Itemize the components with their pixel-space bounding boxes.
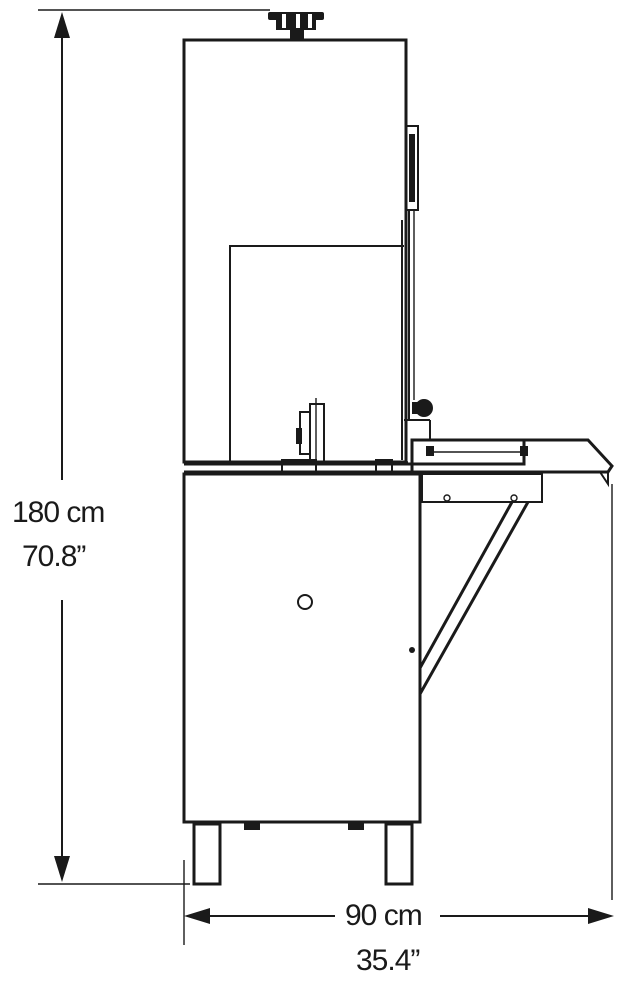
table-support-strut <box>418 501 530 695</box>
tension-knob-icon <box>268 12 324 40</box>
blade-window <box>229 245 404 470</box>
height-dimension: 180 cm 70.8” <box>12 9 270 885</box>
height-arrow-up <box>54 12 70 38</box>
cabinet-legs <box>192 822 414 886</box>
sliding-carriage-table <box>410 438 614 503</box>
width-dimension: 90 cm 35.4” <box>183 860 614 977</box>
lower-cabinet <box>182 472 422 824</box>
guide-adjust-knob-icon <box>404 399 433 440</box>
cabinet-lock-icon <box>297 594 313 610</box>
width-metric-label: 90 cm <box>345 899 422 932</box>
upper-wheel-housing <box>182 38 419 464</box>
height-arrow-down <box>54 856 70 882</box>
cabinet-hinge-icon <box>409 647 415 653</box>
width-imperial-label: 35.4” <box>356 944 419 977</box>
height-metric-label: 180 cm <box>12 496 104 529</box>
width-arrow-right <box>588 908 614 924</box>
work-table <box>184 459 420 474</box>
width-arrow-left <box>184 908 210 924</box>
height-imperial-label: 70.8” <box>22 540 85 573</box>
